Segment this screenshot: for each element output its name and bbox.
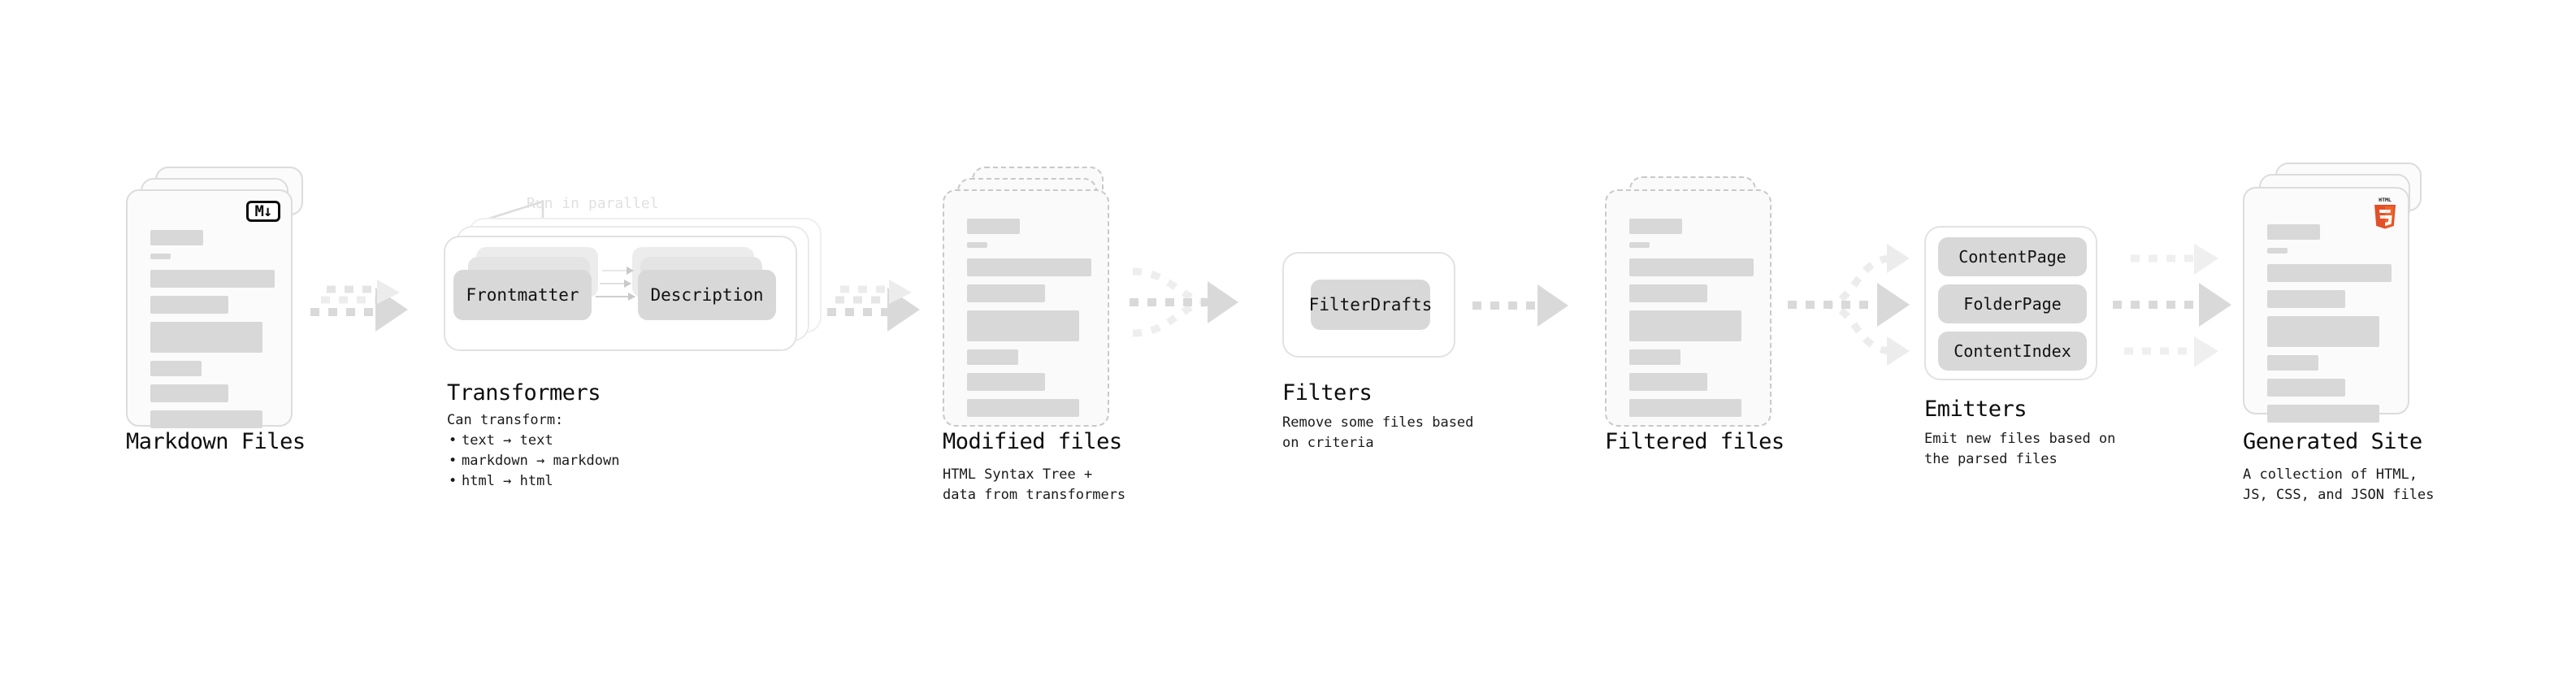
description-line: JS, CSS, and JSON files — [2243, 487, 2435, 503]
description-line: A collection of HTML, — [2243, 466, 2418, 483]
emitter-node-folderpage[interactable]: FolderPage — [1938, 284, 2087, 323]
modified-files-stack — [943, 167, 1121, 427]
list-item: html → html — [449, 471, 619, 492]
transformer-link-arrow-front — [596, 293, 635, 301]
generated-site-stack: CSS HTML — [2243, 163, 2430, 431]
filters-description: Remove some files based on criteria — [1282, 413, 1473, 453]
description-line: data from transformers — [943, 487, 1126, 503]
html5-icon: HTML — [2372, 195, 2398, 229]
modified-files-title: Modified files — [943, 429, 1122, 454]
filter-node-filterdrafts[interactable]: FilterDrafts — [1308, 280, 1433, 330]
arrow-modified-files-to-filters — [1130, 258, 1268, 348]
arrow-icon — [1472, 284, 1568, 327]
filtered-files-stack — [1605, 167, 1784, 427]
run-in-parallel-label: Run in parallel — [527, 195, 659, 212]
transformers-description: Can transform: text → text markdown → ma… — [447, 410, 619, 492]
arrow-transformers-to-modified-files — [821, 275, 926, 333]
filtered-file-card-front — [1605, 189, 1772, 427]
emitter-node-contentindex-label: ContentIndex — [1954, 341, 2071, 361]
description-line: Emit new files based on — [1924, 431, 2116, 447]
transformers-group-stack: Frontmatter Description — [444, 218, 834, 364]
transformer-link-arrow-back — [602, 267, 634, 275]
modified-placeholder-lines — [967, 219, 1091, 425]
list-item: text → text — [449, 431, 619, 451]
filtered-files-title: Filtered files — [1605, 429, 1785, 454]
transformers-description-list: text → text markdown → markdown html → h… — [447, 431, 620, 492]
generated-site-card-html: HTML — [2243, 187, 2409, 423]
arrow-filters-to-filtered-files — [1472, 283, 1586, 328]
arrow-markdown-to-transformers — [310, 275, 416, 333]
transformer-node-frontmatter[interactable]: Frontmatter — [453, 270, 592, 320]
emitters-group-card: ContentPage FolderPage ContentIndex — [1924, 226, 2097, 380]
list-item: markdown → markdown — [449, 451, 620, 471]
arrow-emitters-to-generated-site — [2113, 236, 2251, 374]
arrow-icon — [310, 280, 408, 332]
emitter-node-contentpage-label: ContentPage — [1958, 247, 2066, 267]
markdown-file-card-front: M↓ — [126, 189, 293, 428]
filter-node-filterdrafts-label: FilterDrafts — [1308, 295, 1433, 314]
emitters-description: Emit new files based on the parsed files — [1924, 429, 2115, 470]
markdown-icon: M↓ — [246, 201, 280, 222]
emitter-node-folderpage-label: FolderPage — [1963, 294, 2062, 314]
transformers-description-heading: Can transform: — [447, 412, 564, 428]
arrow-icon — [827, 280, 920, 332]
filters-group-card: FilterDrafts — [1282, 252, 1455, 358]
arrow-fanout-icon — [1788, 244, 1910, 366]
modified-files-description: HTML Syntax Tree + data from transformer… — [943, 465, 1125, 505]
emitter-node-contentpage[interactable]: ContentPage — [1938, 237, 2087, 276]
emitter-node-contentindex[interactable]: ContentIndex — [1938, 332, 2087, 371]
arrow-filtered-files-to-emitters — [1788, 236, 1934, 374]
arrow-icon — [1130, 267, 1238, 337]
markdown-files-stack: M↓ — [126, 167, 305, 428]
modified-file-card-front — [943, 189, 1109, 427]
generated-site-title: Generated Site — [2243, 429, 2422, 454]
transformer-node-description-label: Description — [650, 285, 764, 305]
filters-title: Filters — [1282, 380, 1373, 406]
transformers-title: Transformers — [447, 380, 601, 406]
transformer-node-description[interactable]: Description — [638, 270, 776, 320]
generated-site-description: A collection of HTML, JS, CSS, and JSON … — [2243, 465, 2434, 505]
markdown-files-title: Markdown Files — [126, 429, 306, 454]
transformers-card-front: Frontmatter Description — [444, 236, 797, 351]
filtered-placeholder-lines — [1629, 219, 1754, 425]
markdown-icon-label: M↓ — [254, 202, 273, 220]
arrow-icon — [2113, 244, 2231, 367]
html5-icon-glyph: HTML — [2374, 197, 2396, 229]
generated-site-placeholder-lines — [2267, 224, 2392, 431]
description-line: Remove some files based — [1282, 414, 1474, 431]
transformer-node-frontmatter-label: Frontmatter — [466, 285, 579, 305]
emitters-title: Emitters — [1924, 397, 2027, 422]
markdown-placeholder-lines — [150, 230, 275, 436]
transformer-link-arrow-mid — [600, 280, 631, 288]
description-line: on criteria — [1282, 435, 1374, 451]
description-line: HTML Syntax Tree + — [943, 466, 1093, 483]
svg-text:HTML: HTML — [2379, 197, 2392, 203]
description-line: the parsed files — [1924, 451, 2058, 467]
